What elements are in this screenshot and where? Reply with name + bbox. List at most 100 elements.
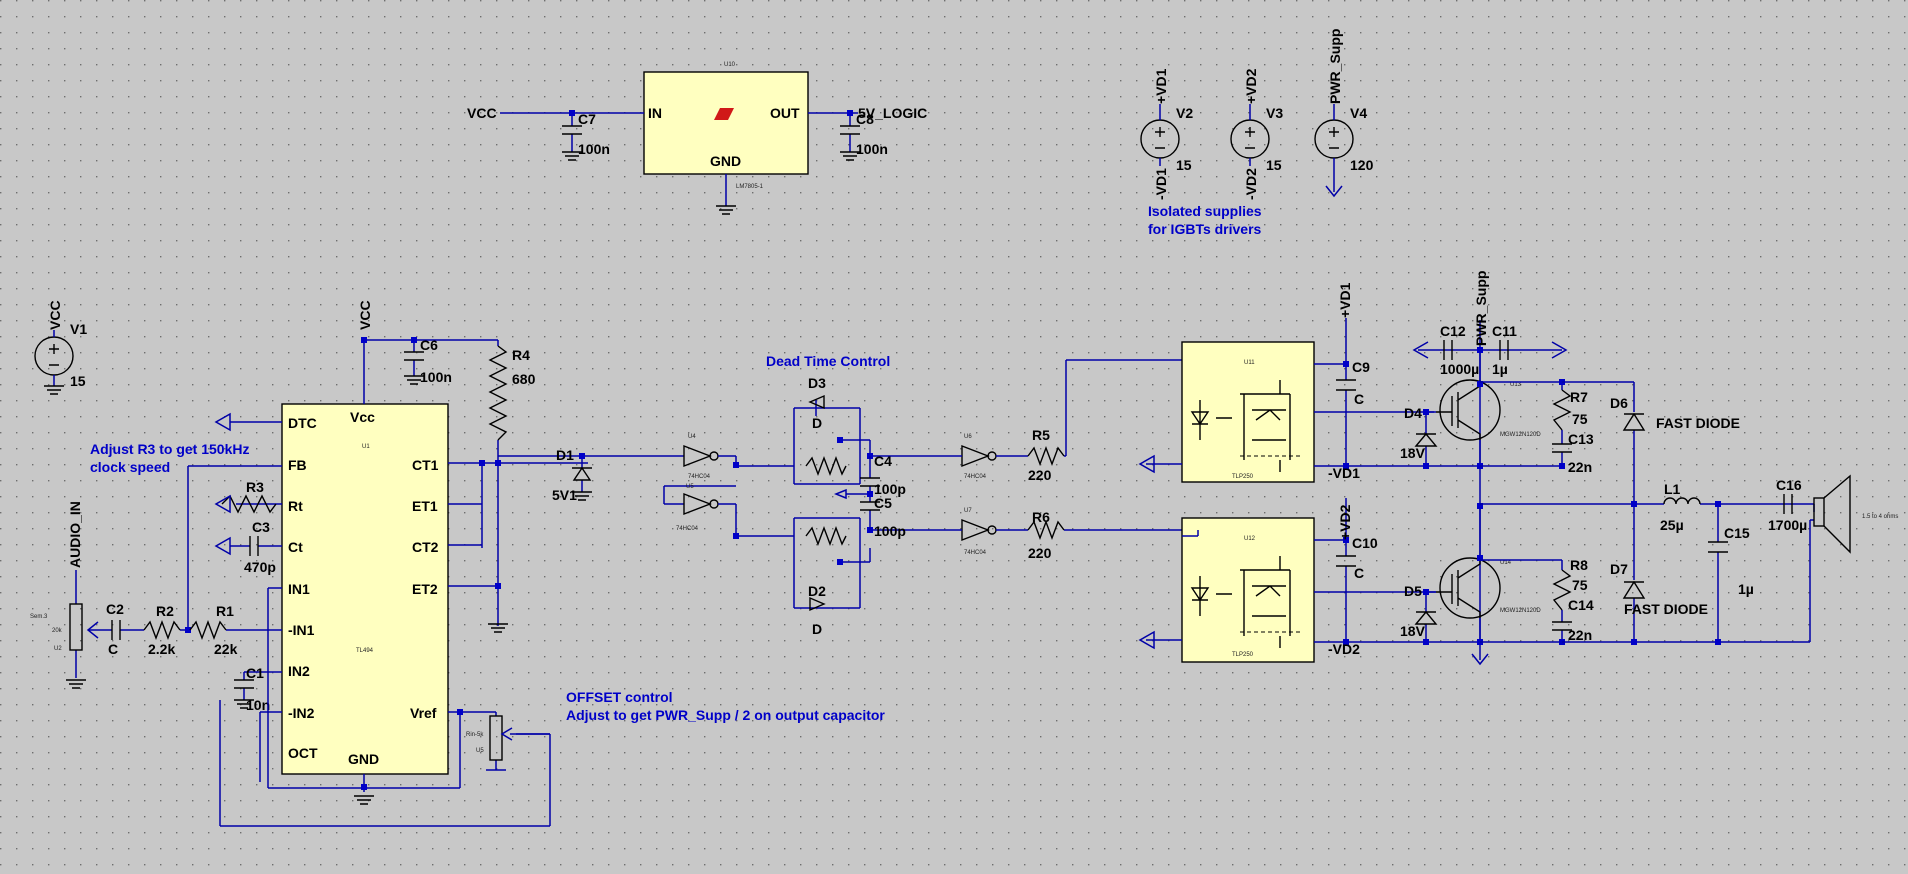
- c1-ref: C1: [246, 665, 264, 681]
- voltage-source-v3[interactable]: V3 15 +VD2 -VD2: [1230, 68, 1283, 200]
- voltage-source-v4[interactable]: V4 120 PWR_Supp: [1314, 29, 1374, 198]
- q-lower-part: MGW12N120D: [1500, 608, 1541, 614]
- u1-part: TL494: [356, 648, 374, 654]
- c14-val: 22n: [1568, 627, 1592, 643]
- v1-net: VCC: [47, 300, 63, 330]
- note-dead-time: Dead Time Control: [766, 353, 890, 369]
- u1-pin-et1: ET1: [412, 498, 438, 514]
- ldo-regulator-u10[interactable]: IN OUT GND U10 LM7805-1: [643, 62, 809, 190]
- igbt-upper[interactable]: U13 MGW12N120D: [1436, 379, 1541, 441]
- u11-part: TLP250: [1232, 474, 1254, 480]
- vcc-label-ldo: VCC: [467, 105, 497, 121]
- c14-ref: C14: [1568, 597, 1594, 613]
- note-offset-line1: OFFSET control: [566, 689, 673, 705]
- v4-ref: V4: [1350, 105, 1367, 121]
- c11-val: 1µ: [1492, 361, 1508, 377]
- q-upper-part: MGW12N120D: [1500, 432, 1541, 438]
- opto-driver-u11[interactable]: U11 TLP250: [1181, 341, 1315, 483]
- d4-ref: D4: [1404, 405, 1422, 421]
- note-supplies-line1: Isolated supplies: [1148, 203, 1262, 219]
- d7-val: FAST DIODE: [1624, 601, 1708, 617]
- v4-net: PWR_Supp: [1327, 29, 1343, 104]
- voltage-source-v2[interactable]: V2 15 +VD1 -VD1: [1140, 68, 1193, 200]
- u1-pin-gnd: GND: [348, 751, 379, 767]
- note-r3-line2: clock speed: [90, 459, 170, 475]
- inv-u4-part: 74HC04: [688, 474, 711, 480]
- r1-ref: R1: [216, 603, 234, 619]
- pwr-supp-label: PWR_Supp: [1473, 271, 1489, 346]
- pot2-b: U5: [476, 748, 484, 754]
- logic-label: 5V_LOGIC: [858, 105, 927, 121]
- inv-u6-ref: U6: [964, 434, 972, 440]
- d3-name: D3: [808, 375, 826, 391]
- d6-ref: D6: [1610, 395, 1628, 411]
- igbt-lower[interactable]: U14 MGW12N120D: [1436, 557, 1541, 619]
- inv-u7-part: 74HC04: [964, 550, 987, 556]
- r5-ref: R5: [1032, 427, 1050, 443]
- u1-pin-in1: IN1: [288, 581, 310, 597]
- c10-ref: C10: [1352, 535, 1378, 551]
- c12-ref: C12: [1440, 323, 1466, 339]
- c16-val: 1700µ: [1768, 517, 1807, 533]
- v2-minus: -VD1: [1153, 168, 1169, 200]
- v2-plus: +VD1: [1153, 68, 1169, 104]
- inv-u7-ref: U7: [964, 508, 972, 514]
- d2-ref: D: [812, 621, 822, 637]
- tl494-u1[interactable]: U1 TL494 Vcc GND DTC FB Rt Ct IN1 -IN1 I…: [281, 403, 449, 775]
- c12-val: 1000µ: [1440, 361, 1479, 377]
- v3-plus: +VD2: [1243, 68, 1259, 104]
- d3-ref: D: [812, 415, 822, 431]
- c13-val: 22n: [1568, 459, 1592, 475]
- v4-val: 120: [1350, 157, 1374, 173]
- r4-ref: R4: [512, 347, 530, 363]
- c7-ref: C7: [578, 111, 596, 127]
- vd1-minus-label: -VD1: [1328, 465, 1360, 481]
- u1-pin-vref: Vref: [410, 705, 437, 721]
- c7-val: 100n: [578, 141, 610, 157]
- r6-val: 220: [1028, 545, 1052, 561]
- c6-val: 100n: [420, 369, 452, 385]
- c1-val: 10n: [246, 697, 270, 713]
- d5-val: 18V: [1400, 623, 1426, 639]
- ldo-pin-gnd: GND: [710, 153, 741, 169]
- d5-ref: D5: [1404, 583, 1422, 599]
- vd2-plus-label: +VD2: [1337, 504, 1353, 540]
- pot1-a: Sem.3: [30, 614, 48, 620]
- u1-pin-et2: ET2: [412, 581, 438, 597]
- vd2-minus-label: -VD2: [1328, 641, 1360, 657]
- u1-pin-nin2: -IN2: [288, 705, 315, 721]
- d1-val: 5V1: [552, 487, 577, 503]
- u1-pin-dtc: DTC: [288, 415, 317, 431]
- vd1-plus-label: +VD1: [1337, 282, 1353, 318]
- pot1-c: U2: [54, 646, 62, 652]
- pot2-a: Rin-5k: [466, 732, 484, 738]
- d7-ref: D7: [1610, 561, 1628, 577]
- speaker-icon: 1.5 to 4 ohms: [1809, 474, 1898, 642]
- opto-driver-u12[interactable]: U12 TLP250: [1181, 517, 1315, 663]
- ldo-part: LM7805-1: [736, 184, 764, 190]
- v3-val: 15: [1266, 157, 1282, 173]
- u1-pin-fb: FB: [288, 457, 307, 473]
- u1-pin-ct: Ct: [288, 539, 303, 555]
- r7-ref: R7: [1570, 389, 1588, 405]
- u1-pin-ct2: CT2: [412, 539, 439, 555]
- u11-ref: U11: [1244, 360, 1255, 366]
- inv-u5-ref: U5: [686, 484, 694, 490]
- note-r3-line1: Adjust R3 to get 150kHz: [90, 441, 249, 457]
- r6-ref: R6: [1032, 509, 1050, 525]
- inv-u6-part: 74HC04: [964, 474, 987, 480]
- c3-val: 470p: [244, 559, 276, 575]
- u1-pin-vcc: Vcc: [350, 409, 375, 425]
- r4-val: 680: [512, 371, 536, 387]
- r8-val: 75: [1572, 577, 1588, 593]
- c4-ref: C4: [874, 453, 892, 469]
- v2-ref: V2: [1176, 105, 1193, 121]
- v1-val: 15: [70, 373, 86, 389]
- r5-val: 220: [1028, 467, 1052, 483]
- voltage-source-v1[interactable]: V1 15 VCC: [34, 300, 87, 395]
- l1-ref: L1: [1664, 481, 1681, 497]
- c11-ref: C11: [1492, 323, 1517, 339]
- u1-pin-in2: IN2: [288, 663, 310, 679]
- d4-val: 18V: [1400, 445, 1426, 461]
